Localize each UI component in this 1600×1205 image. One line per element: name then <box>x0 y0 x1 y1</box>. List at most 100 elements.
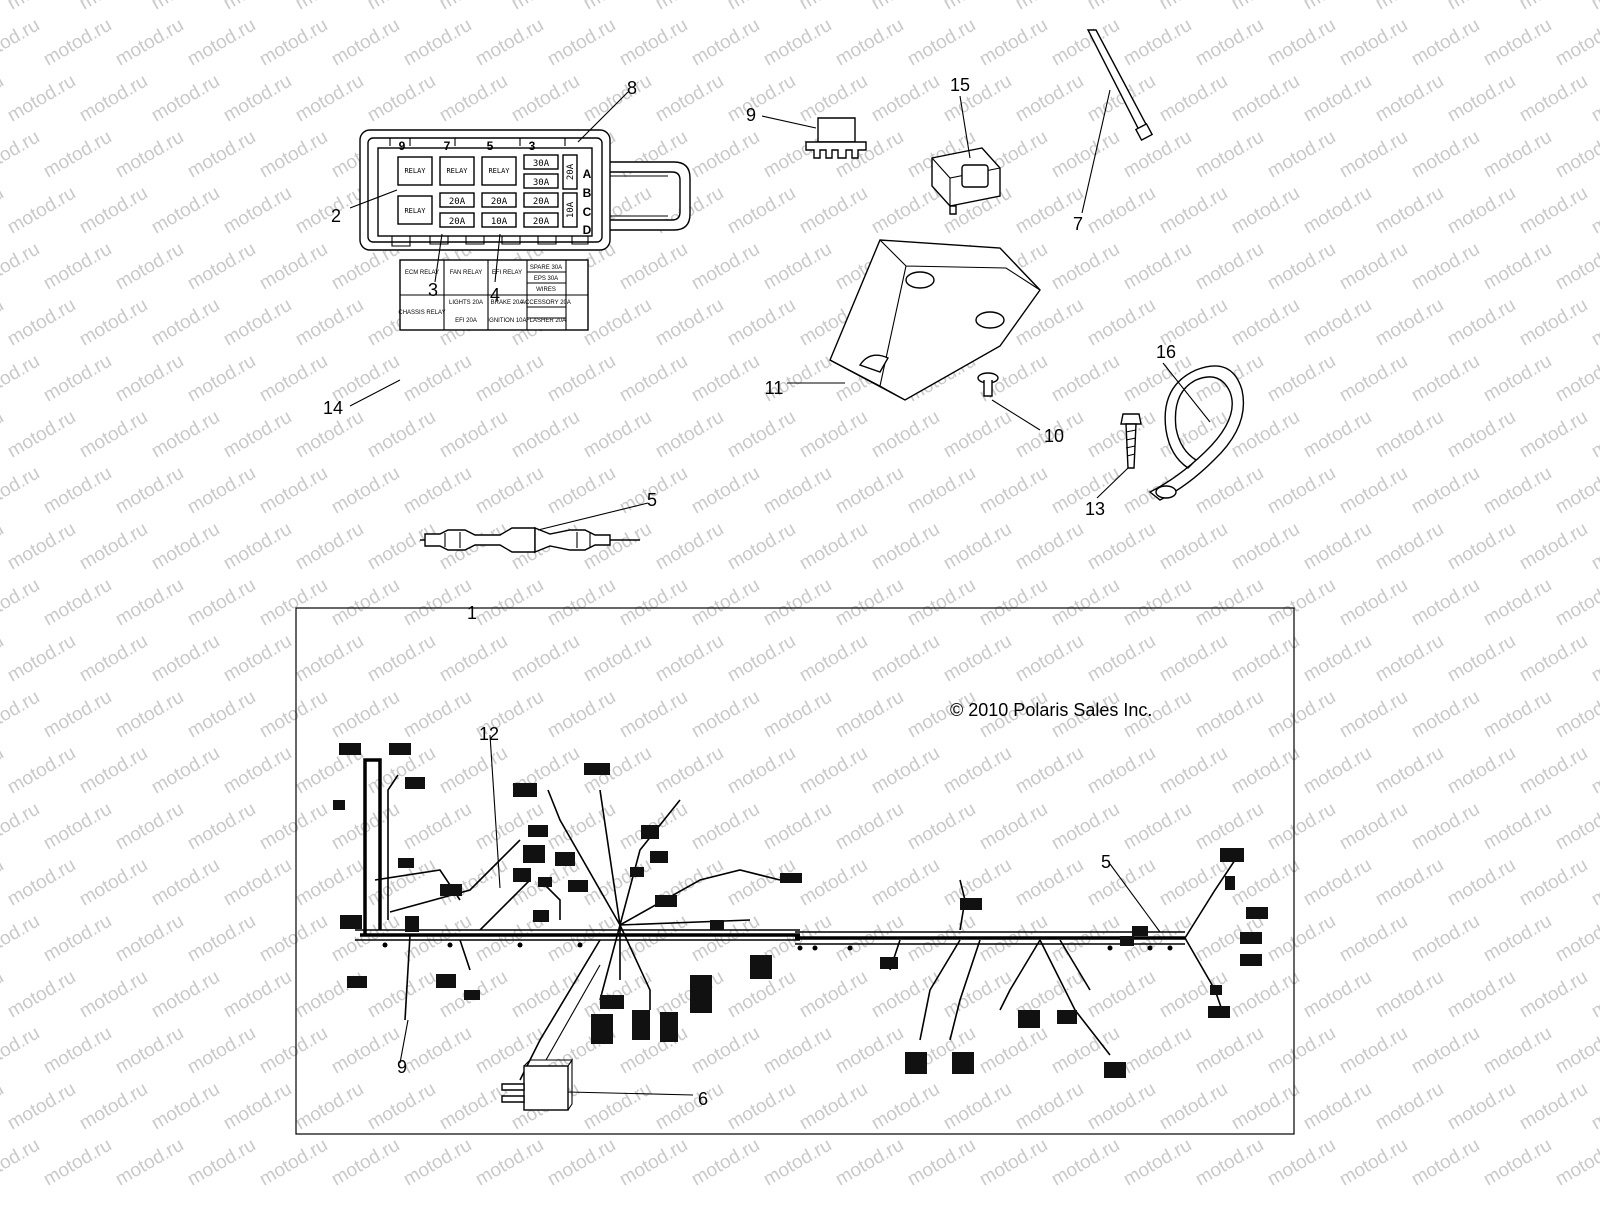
watermark-text: motod.ru <box>1480 1023 1555 1079</box>
watermark-text: motod.ru <box>220 519 295 575</box>
watermark-text: motod.ru <box>0 71 7 127</box>
watermark-text: motod.ru <box>328 1135 403 1191</box>
watermark-text: motod.ru <box>1300 967 1375 1023</box>
watermark-text: motod.ru <box>0 183 7 239</box>
callout-16: 16 <box>1156 342 1176 362</box>
watermark-text: motod.ru <box>796 631 871 687</box>
watermark-text: motod.ru <box>1300 0 1375 14</box>
watermark-text: motod.ru <box>1372 183 1447 239</box>
watermark-text: motod.ru <box>616 575 691 631</box>
watermark-text: motod.ru <box>652 743 727 799</box>
watermark-text: motod.ru <box>1192 127 1267 183</box>
watermark-text: motod.ru <box>544 463 619 519</box>
push-rivet <box>977 372 999 397</box>
watermark-text: motod.ru <box>112 799 187 855</box>
long-bolt <box>1086 29 1154 142</box>
watermark-text: motod.ru <box>436 71 511 127</box>
watermark-text: motod.ru <box>76 0 151 14</box>
watermark-text: motod.ru <box>1228 183 1303 239</box>
watermark-text: motod.ru <box>4 967 79 1023</box>
watermark-text: motod.ru <box>724 631 799 687</box>
watermark-text: motod.ru <box>184 911 259 967</box>
watermark-text: motod.ru <box>724 1079 799 1135</box>
watermark-text: motod.ru <box>256 799 331 855</box>
watermark-text: motod.ru <box>1588 407 1600 463</box>
splice-block <box>501 1058 574 1111</box>
watermark-text: motod.ru <box>76 855 151 911</box>
watermark-text: motod.ru <box>220 183 295 239</box>
watermark-text: motod.ru <box>40 911 115 967</box>
watermark-text: motod.ru <box>0 15 43 71</box>
watermark-text: motod.ru <box>256 351 331 407</box>
callout-14: 14 <box>323 398 343 418</box>
callout-numbers: 8 2 3 4 14 5 9 15 7 11 10 16 13 1 12 9 6… <box>323 75 1176 1109</box>
watermark-text: motod.ru <box>1336 799 1411 855</box>
watermark-text: motod.ru <box>724 743 799 799</box>
watermark-text: motod.ru <box>1300 71 1375 127</box>
watermark-text: motod.ru <box>4 183 79 239</box>
flange-bolt <box>1120 413 1142 469</box>
watermark-text: motod.ru <box>1192 239 1267 295</box>
watermark-text: motod.ru <box>76 295 151 351</box>
watermark-text: motod.ru <box>1048 239 1123 295</box>
watermark-text: motod.ru <box>112 127 187 183</box>
watermark-text: motod.ru <box>292 0 367 14</box>
watermark-text: motod.ru <box>112 15 187 71</box>
watermark-text: motod.ru <box>40 799 115 855</box>
watermark-text: motod.ru <box>1588 0 1600 14</box>
watermark-text: motod.ru <box>724 183 799 239</box>
watermark-text: motod.ru <box>1480 351 1555 407</box>
fuse-row-letter: B <box>583 186 592 200</box>
watermark-text: motod.ru <box>1264 351 1339 407</box>
watermark-text: motod.ru <box>616 351 691 407</box>
watermark-text: motod.ru <box>40 687 115 743</box>
callout-8: 8 <box>627 78 637 98</box>
callout-7: 7 <box>1073 214 1083 234</box>
watermark-text: motod.ru <box>1444 295 1519 351</box>
watermark-text: motod.ru <box>112 1023 187 1079</box>
watermark-text: motod.ru <box>4 743 79 799</box>
card-cell: CHASSIS RELAY <box>398 310 445 316</box>
watermark-text: motod.ru <box>1480 911 1555 967</box>
watermark-text: motod.ru <box>0 911 43 967</box>
watermark-text: motod.ru <box>364 71 439 127</box>
watermark-text: motod.ru <box>1300 407 1375 463</box>
watermark-text: motod.ru <box>1156 631 1231 687</box>
watermark-text: motod.ru <box>1516 407 1591 463</box>
watermark-text: motod.ru <box>4 631 79 687</box>
watermark-text: motod.ru <box>1048 351 1123 407</box>
watermark-text: motod.ru <box>220 71 295 127</box>
watermark-text: motod.ru <box>1084 631 1159 687</box>
watermark-text: motod.ru <box>76 407 151 463</box>
watermark-text: motod.ru <box>868 743 943 799</box>
watermark-text: motod.ru <box>472 463 547 519</box>
watermark-text: motod.ru <box>1084 407 1159 463</box>
watermark-text: motod.ru <box>4 519 79 575</box>
relay-4 <box>397 195 433 225</box>
watermark-text: motod.ru <box>616 687 691 743</box>
watermark-text: motod.ru <box>40 239 115 295</box>
watermark-text: motod.ru <box>1336 911 1411 967</box>
watermark-text: motod.ru <box>832 463 907 519</box>
card-cell: EPS 30A <box>534 276 558 282</box>
watermark-text: motod.ru <box>724 0 799 14</box>
fuse-rating: 30A <box>533 159 550 169</box>
watermark-text: motod.ru <box>1480 799 1555 855</box>
fuse <box>481 212 517 228</box>
watermark-text: motod.ru <box>1264 127 1339 183</box>
watermark-text: motod.ru <box>292 855 367 911</box>
watermark-text: motod.ru <box>580 295 655 351</box>
watermark-text: motod.ru <box>292 295 367 351</box>
watermark-text: motod.ru <box>868 71 943 127</box>
watermark-text: motod.ru <box>580 1079 655 1135</box>
watermark-text: motod.ru <box>256 127 331 183</box>
watermark-text: motod.ru <box>472 1135 547 1191</box>
watermark-text: motod.ru <box>436 0 511 14</box>
watermark-text: motod.ru <box>1372 519 1447 575</box>
watermark-text: motod.ru <box>868 967 943 1023</box>
watermark-text: motod.ru <box>148 295 223 351</box>
watermark-text: motod.ru <box>0 1135 43 1191</box>
watermark-text: motod.ru <box>796 0 871 14</box>
watermark-text: motod.ru <box>796 743 871 799</box>
